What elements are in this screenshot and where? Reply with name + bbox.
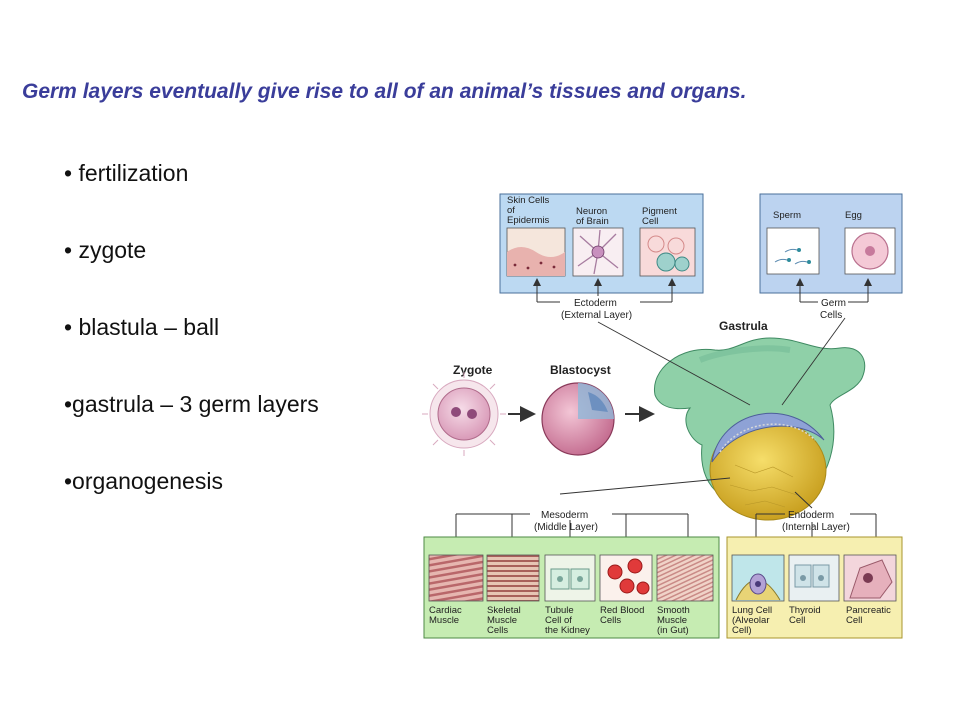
- cardiac-muscle-icon: [428, 554, 484, 602]
- cell-label: Red Blood: [600, 605, 644, 616]
- cell-label: Smooth: [657, 605, 690, 616]
- germ-connectors: [796, 278, 872, 303]
- lung-cell-icon: [731, 554, 785, 602]
- cell-label: Epidermis: [507, 215, 549, 226]
- ectoderm-sublabel: (External Layer): [561, 310, 632, 321]
- layer-pointer-lines: [597, 317, 846, 406]
- endoderm-label: Endoderm: [788, 510, 834, 521]
- pancreatic-cell-icon: [843, 554, 897, 602]
- zygote-label: Zygote: [453, 363, 493, 377]
- bullet-list: • fertilization • zygote • blastula – ba…: [64, 158, 319, 543]
- cell-label: Egg: [845, 210, 862, 221]
- cell-label: Muscle: [429, 615, 459, 626]
- cell-label: Pigment: [642, 206, 677, 217]
- red-blood-cells-icon: [599, 554, 653, 602]
- cell-label: the Kidney: [545, 625, 590, 636]
- cell-label: Muscle: [487, 615, 517, 626]
- cell-label: Cardiac: [429, 605, 462, 616]
- cell-label: Cell: [846, 615, 862, 626]
- bullet-item: • fertilization: [64, 160, 189, 186]
- cell-label: Sperm: [773, 210, 801, 221]
- mesoderm-label: Mesoderm: [541, 510, 588, 521]
- zygote-icon: [422, 372, 506, 456]
- gastrula-label: Gastrula: [719, 319, 768, 333]
- cell-label: Pancreatic: [846, 605, 891, 616]
- blastocyst-label: Blastocyst: [550, 363, 611, 377]
- ectoderm-connectors: [533, 278, 676, 303]
- cell-label: Cells: [600, 615, 621, 626]
- blastocyst-icon: [541, 382, 615, 456]
- cell-label: (in Gut): [657, 625, 689, 636]
- cell-label: of Brain: [576, 216, 609, 227]
- bullet-item: • blastula – ball: [64, 314, 220, 340]
- skin-cell-icon: [506, 227, 566, 277]
- kidney-tubule-icon: [544, 554, 596, 602]
- pigment-cell-icon: [639, 227, 696, 277]
- gastrula-icon: [654, 337, 866, 521]
- cell-label: Cell: [789, 615, 805, 626]
- bullet-item: •organogenesis: [64, 468, 223, 494]
- mesoderm-sublabel: (Middle Layer): [534, 522, 598, 533]
- ectoderm-label: Ectoderm: [574, 298, 617, 309]
- slide-headline: Germ layers eventually give rise to all …: [22, 80, 747, 103]
- cell-label: Cells: [487, 625, 508, 636]
- endoderm-sublabel: (Internal Layer): [782, 522, 850, 533]
- germ-cell-panel: Sperm Egg: [759, 193, 903, 294]
- cell-label: Cell of: [545, 615, 572, 626]
- skeletal-muscle-icon: [486, 554, 540, 602]
- cell-label: Muscle: [657, 615, 687, 626]
- cell-label: Lung Cell: [732, 605, 772, 616]
- thyroid-cell-icon: [788, 554, 840, 602]
- bullet-item: •gastrula – 3 germ layers: [64, 391, 319, 417]
- germ-cells-sublabel: Cells: [820, 310, 842, 321]
- cell-label: Cell): [732, 625, 752, 636]
- cell-label: Thyroid: [789, 605, 821, 616]
- cell-label: of: [507, 205, 515, 216]
- germ-cells-label: Germ: [821, 298, 846, 309]
- cell-label: (Alveolar: [732, 615, 770, 626]
- cell-label: Skin Cells: [507, 195, 549, 206]
- cell-label: Skeletal: [487, 605, 521, 616]
- neuron-icon: [572, 227, 624, 277]
- bullet-item: • zygote: [64, 237, 147, 263]
- smooth-muscle-icon: [656, 554, 714, 602]
- cell-label: Cell: [642, 216, 658, 227]
- cell-label: Tubule: [545, 605, 574, 616]
- cell-label: Neuron: [576, 206, 607, 217]
- sperm-icon: [766, 227, 820, 275]
